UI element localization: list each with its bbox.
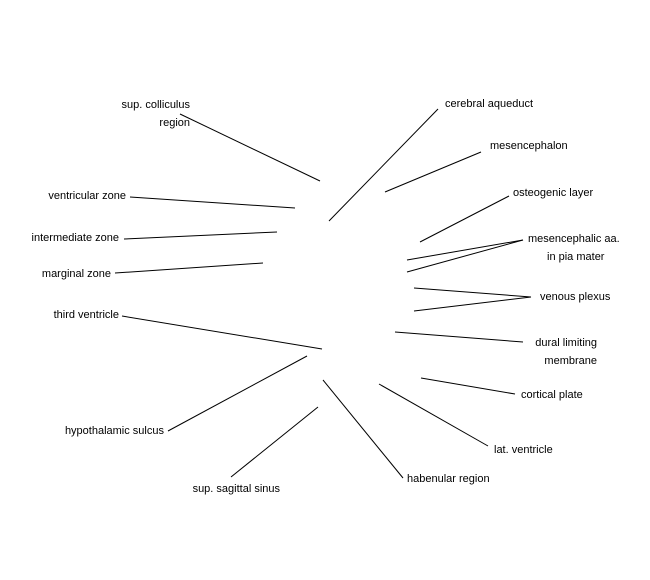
label-sup-colliculus-region: sup. colliculus region	[122, 96, 190, 132]
leader-intermediate-zone	[123, 231, 278, 240]
label-dural-limiting-line1: dural limiting	[535, 337, 597, 349]
label-dural-limiting-line2: membrane	[544, 355, 597, 367]
label-dural-limiting-membrane: dural limiting membrane	[535, 334, 597, 370]
leader-dural-limiting-membrane	[394, 331, 524, 343]
leader-mesencephalic-aa-b	[406, 239, 524, 273]
label-marginal-zone: marginal zone	[41, 268, 111, 280]
leader-habenular-region	[322, 379, 404, 479]
label-sup-colliculus-line2: region	[159, 117, 190, 129]
leader-venous-plexus-b	[413, 296, 532, 312]
leader-lat-ventricle	[378, 383, 489, 447]
label-cerebral-aqueduct: cerebral aqueduct	[445, 98, 534, 110]
leader-cortical-plate	[420, 377, 516, 395]
label-habenular-region: habenular region	[407, 473, 490, 485]
label-mesencephalic-aa-line2: in pia mater	[547, 251, 605, 263]
label-mesencephalon: mesencephalon	[490, 140, 568, 152]
label-ventricular-zone: ventricular zone	[48, 190, 126, 202]
leader-third-ventricle	[121, 315, 323, 350]
leader-ventricular-zone	[129, 196, 296, 209]
leader-sup-sagittal-sinus	[230, 406, 319, 478]
label-sup-sagittal-sinus: sup. sagittal sinus	[192, 483, 280, 495]
leader-hypothalamic-sulcus	[167, 355, 308, 432]
label-lat-ventricle: lat. ventricle	[494, 444, 553, 456]
label-sup-colliculus-line1: sup. colliculus	[121, 99, 190, 111]
leader-cerebral-aqueduct	[328, 108, 439, 222]
leader-sup-colliculus	[179, 113, 321, 182]
label-cortical-plate: cortical plate	[521, 389, 583, 401]
label-venous-plexus: venous plexus	[540, 291, 611, 303]
label-mesencephalic-aa: mesencephalic aa. in pia mater	[528, 230, 620, 266]
leader-mesencephalic-aa-a	[406, 239, 524, 261]
leader-osteogenic-layer	[419, 195, 510, 243]
leader-mesencephalon	[384, 151, 482, 193]
label-hypothalamic-sulcus: hypothalamic sulcus	[64, 425, 164, 437]
label-intermediate-zone: intermediate zone	[31, 232, 119, 244]
label-osteogenic-layer: osteogenic layer	[513, 187, 594, 199]
label-third-ventricle: third ventricle	[53, 309, 119, 321]
label-mesencephalic-aa-line1: mesencephalic aa.	[528, 233, 620, 245]
leader-venous-plexus-a	[413, 287, 532, 298]
leader-marginal-zone	[114, 262, 264, 274]
